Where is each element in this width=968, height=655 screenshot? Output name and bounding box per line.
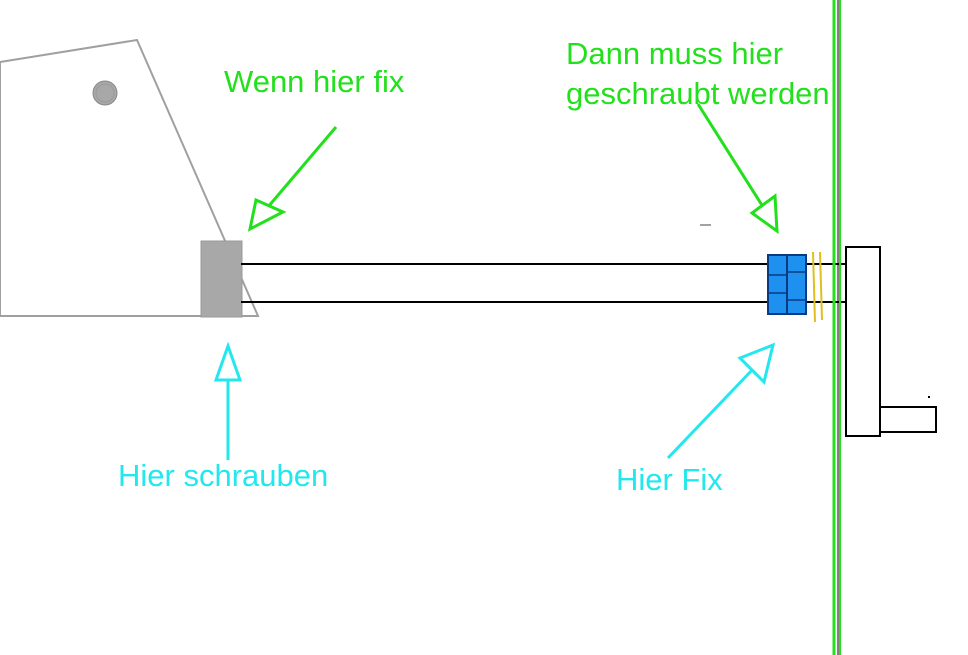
arrow-dann-muss-hier (696, 103, 779, 235)
washer-2 (819, 251, 823, 321)
shaft-stub (879, 406, 937, 433)
annotation-dann-line-2: geschraubt werden (566, 76, 830, 111)
plate-hole (92, 80, 118, 106)
washer-1 (812, 251, 816, 323)
blue-nut (767, 254, 807, 315)
arrow-hier-fix (666, 342, 776, 460)
annotation-wenn-hier-fix: Wenn hier fix (224, 64, 405, 99)
arrow-hier-schrauben (213, 341, 243, 460)
angled-plate (0, 38, 260, 317)
mounting-block (200, 240, 243, 318)
flange-plate (845, 246, 881, 437)
annotation-dann-line-1: Dann muss hier (566, 36, 784, 71)
annotation-hier-schrauben: Hier schrauben (118, 458, 329, 493)
annotation-hier-fix: Hier Fix (616, 462, 723, 497)
arrow-wenn-hier-fix (247, 126, 338, 232)
tiny-dot (928, 396, 930, 398)
annotation-dann-muss-hier: Dann muss hier geschraubt werden (566, 34, 830, 114)
